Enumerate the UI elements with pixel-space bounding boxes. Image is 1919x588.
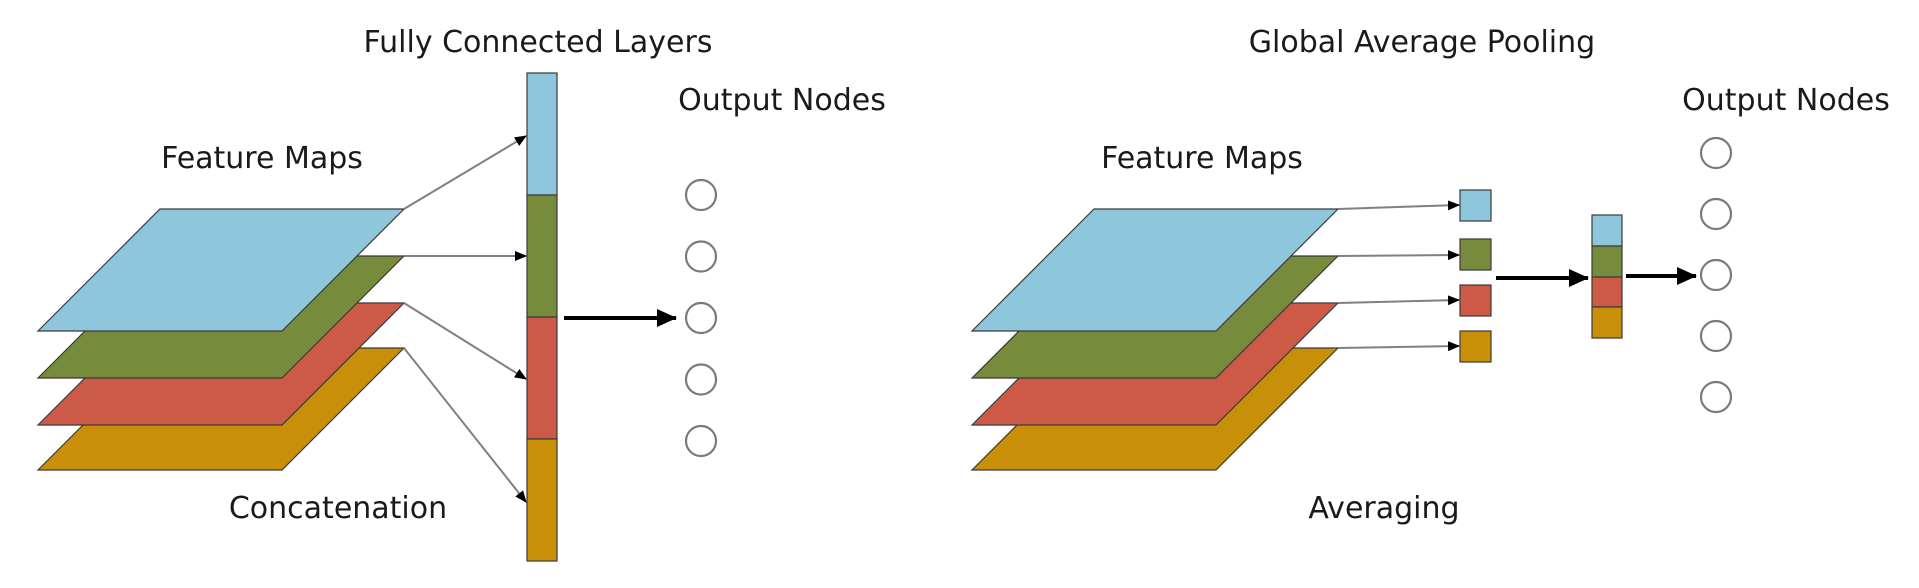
right-output-node xyxy=(1699,258,1733,292)
left-output-node xyxy=(684,424,718,458)
right-panel-title: Global Average Pooling xyxy=(1249,25,1595,60)
averaged-square-blue xyxy=(1459,189,1492,222)
right-feature-maps-label: Feature Maps xyxy=(1101,141,1303,176)
concat-segment-green xyxy=(526,194,558,318)
averaged-square-red xyxy=(1459,284,1492,317)
arrow-blue-to-concat xyxy=(403,135,527,210)
right-feature-map-stack xyxy=(970,208,1340,471)
right-output-node xyxy=(1699,136,1733,170)
concat-segment-red xyxy=(526,316,558,440)
right-output-node xyxy=(1699,319,1733,353)
left-output-node xyxy=(684,363,718,396)
right-output-node xyxy=(1699,380,1733,414)
arrow-orange-to-concat xyxy=(403,347,527,503)
left-output-nodes xyxy=(684,178,718,458)
right-panel: Global Average Pooling Feature Maps Outp… xyxy=(970,25,1890,526)
concat-segment-blue xyxy=(526,72,558,196)
left-concatenation-label: Concatenation xyxy=(229,491,447,526)
concat-segment-orange xyxy=(526,438,558,562)
right-output-nodes xyxy=(1699,136,1733,414)
pooled-segment-green xyxy=(1591,245,1623,278)
arrow-red-to-average xyxy=(1337,295,1460,306)
arrow-green-to-average xyxy=(1337,250,1460,261)
left-output-node xyxy=(684,301,718,335)
left-output-node xyxy=(684,240,718,273)
right-output-nodes-label: Output Nodes xyxy=(1682,83,1890,118)
left-concatenated-vector xyxy=(526,72,558,562)
left-concat-arrows xyxy=(403,135,527,503)
arrow-orange-to-average xyxy=(1337,341,1460,352)
averaged-square-orange xyxy=(1459,330,1492,363)
arrow-blue-to-average xyxy=(1337,200,1460,211)
pooled-segment-red xyxy=(1591,276,1623,308)
right-averaging-label: Averaging xyxy=(1308,491,1459,526)
left-feature-map-stack xyxy=(36,208,406,471)
pooled-segment-orange xyxy=(1591,306,1623,339)
left-panel-title: Fully Connected Layers xyxy=(364,25,713,60)
right-output-node xyxy=(1699,197,1733,231)
left-feature-maps-label: Feature Maps xyxy=(161,141,363,176)
left-output-nodes-label: Output Nodes xyxy=(678,83,886,118)
averaged-square-green xyxy=(1459,238,1492,271)
pooled-segment-blue xyxy=(1591,214,1623,247)
left-output-node xyxy=(684,178,718,212)
left-panel: Fully Connected Layers Feature Maps Outp… xyxy=(36,25,886,562)
pooled-vector xyxy=(1591,214,1623,339)
arrow-red-to-concat xyxy=(403,302,527,380)
right-averaged-values xyxy=(1459,189,1492,363)
right-averaging-arrows xyxy=(1337,200,1460,352)
